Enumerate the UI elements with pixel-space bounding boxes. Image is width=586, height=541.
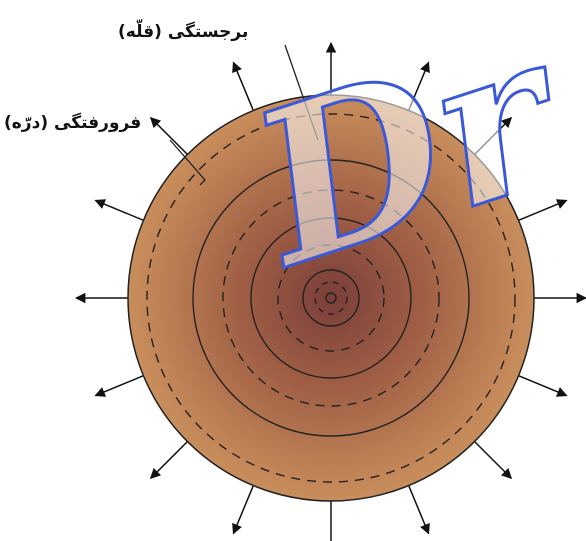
crest-label: برجستگی (قلّه) [118,22,248,42]
trough-label: فرورفتگی (درّه) [4,113,141,133]
